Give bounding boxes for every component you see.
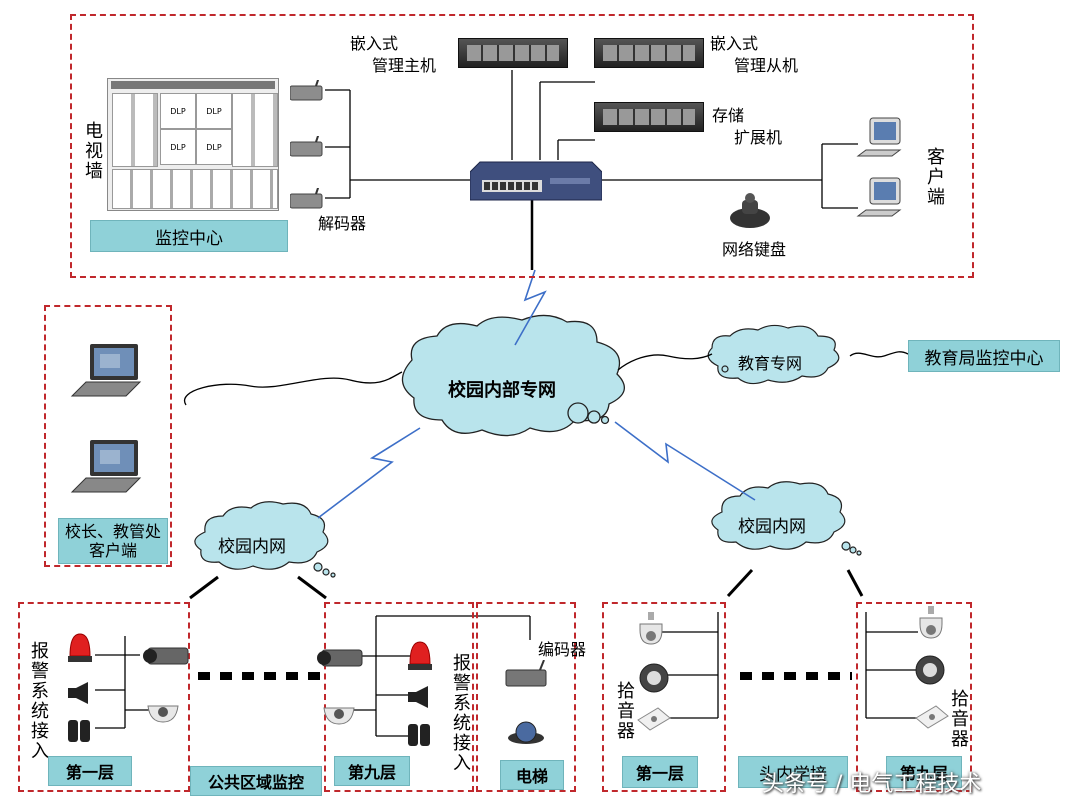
link-campus-to-right-intranet xyxy=(614,421,756,501)
cable-education xyxy=(617,353,713,371)
alarm-speaker-icon xyxy=(66,680,94,706)
alarm-light-icon xyxy=(66,632,94,664)
cloud-campus-private xyxy=(401,314,625,437)
principal-clients-label: 校长、教管处客户端 xyxy=(58,518,168,564)
link-campus-to-left-intranet xyxy=(317,427,421,519)
cable-laptops xyxy=(183,371,403,406)
pickup-left-label: 拾音器 xyxy=(617,681,635,742)
cloud-intranet-right xyxy=(711,481,862,556)
monitor-center-label: 监控中心 xyxy=(90,220,288,252)
right-floor9-label: 第九层 xyxy=(886,756,962,788)
storage-line1: 存储 xyxy=(712,106,745,125)
decoder-icon xyxy=(289,129,326,157)
tv-wall-label: 电视墙 xyxy=(85,121,103,182)
dome-camera-icon xyxy=(914,652,946,686)
server-master-icon xyxy=(458,38,568,68)
cable-education-center xyxy=(849,351,909,358)
client-computer-icon xyxy=(856,176,908,226)
decoder-icon xyxy=(289,73,326,101)
server-slave-icon xyxy=(594,38,704,68)
laptop-icon xyxy=(70,340,142,404)
tv-wall-right-screens xyxy=(232,93,278,167)
right-floor9-region xyxy=(856,602,972,792)
right-floor1-region xyxy=(602,602,726,792)
bullet-camera-icon xyxy=(314,646,366,672)
alarm-system-left-label: 报警系统接入 xyxy=(31,641,49,762)
education-bureau-center-label: 教育局监控中心 xyxy=(908,340,1060,372)
dlp-cell: DLP xyxy=(160,93,196,129)
dome-camera-icon xyxy=(638,660,670,694)
storage-line2: 扩展机 xyxy=(734,128,783,147)
bullet-camera-icon xyxy=(140,644,192,670)
left-floor9-label: 第九层 xyxy=(334,756,410,786)
laptop-icon xyxy=(70,436,142,500)
speed-dome-camera-icon xyxy=(916,606,948,644)
link-center-to-campus xyxy=(514,269,547,346)
encoder-label: 编码器 xyxy=(538,640,587,659)
client-computer-icon xyxy=(856,116,908,166)
tv-wall-bottom-screens xyxy=(112,169,278,209)
decoder-label: 解码器 xyxy=(318,214,367,233)
principal-clients-region xyxy=(44,305,172,567)
right-middle-label: 头内学接 xyxy=(738,756,848,788)
pickup-right-label: 拾音器 xyxy=(951,689,969,750)
public-area-monitoring-label: 公共区域监控 xyxy=(190,766,322,796)
dlp-cell: DLP xyxy=(160,129,196,165)
alarm-system-right-label: 报警系统接入 xyxy=(453,653,471,774)
cloud-education-private xyxy=(707,324,840,385)
tv-wall: DLP DLP DLP DLP xyxy=(107,78,279,211)
campus-intranet-left-label: 校园内网 xyxy=(218,537,286,557)
embedded-slave-line1: 嵌入式 xyxy=(710,34,759,53)
education-private-network-label: 教育专网 xyxy=(738,354,803,373)
alarm-light-icon xyxy=(406,640,434,672)
network-keyboard-icon xyxy=(728,190,772,230)
elevator-region xyxy=(476,602,576,792)
speed-dome-camera-icon xyxy=(636,612,668,650)
network-switch-icon xyxy=(469,160,603,202)
encoder-icon xyxy=(504,659,552,690)
embedded-slave-line2: 管理从机 xyxy=(734,56,799,75)
campus-intranet-right-label: 校园内网 xyxy=(738,517,806,537)
server-bays xyxy=(467,45,559,61)
server-bays xyxy=(603,109,695,125)
elevator-camera-icon xyxy=(506,716,546,750)
infrared-detector-icon xyxy=(406,722,434,748)
tv-wall-header xyxy=(111,81,275,89)
dome-camera-icon xyxy=(322,694,356,728)
right-floor1-label: 第一层 xyxy=(622,756,698,788)
microphone-box-icon xyxy=(636,706,672,732)
client-label: 客户端 xyxy=(927,147,945,208)
left-floor9-region xyxy=(324,602,474,792)
storage-server-icon xyxy=(594,102,704,132)
embedded-master-line2: 管理主机 xyxy=(372,56,437,75)
alarm-speaker-icon xyxy=(406,684,434,710)
dlp-cell: DLP xyxy=(196,93,232,129)
cloud-intranet-left xyxy=(194,501,336,578)
left-floor1-region xyxy=(18,602,190,792)
tv-wall-left-screens xyxy=(112,93,158,167)
server-bays xyxy=(603,45,695,61)
campus-private-network-label: 校园内部专网 xyxy=(448,380,556,401)
infrared-detector-icon xyxy=(66,718,94,744)
dlp-cell: DLP xyxy=(196,129,232,165)
left-floor1-label: 第一层 xyxy=(48,756,132,786)
microphone-box-icon xyxy=(914,704,950,730)
dome-camera-icon xyxy=(146,692,180,726)
elevator-label: 电梯 xyxy=(500,760,564,790)
watermark-text: 头条号 / 电气工程技术 xyxy=(762,772,982,797)
monitor-center-region xyxy=(70,14,974,278)
decoder-icon xyxy=(289,181,326,209)
network-keyboard-label: 网络键盘 xyxy=(722,240,787,259)
embedded-master-line1: 嵌入式 xyxy=(350,34,399,53)
